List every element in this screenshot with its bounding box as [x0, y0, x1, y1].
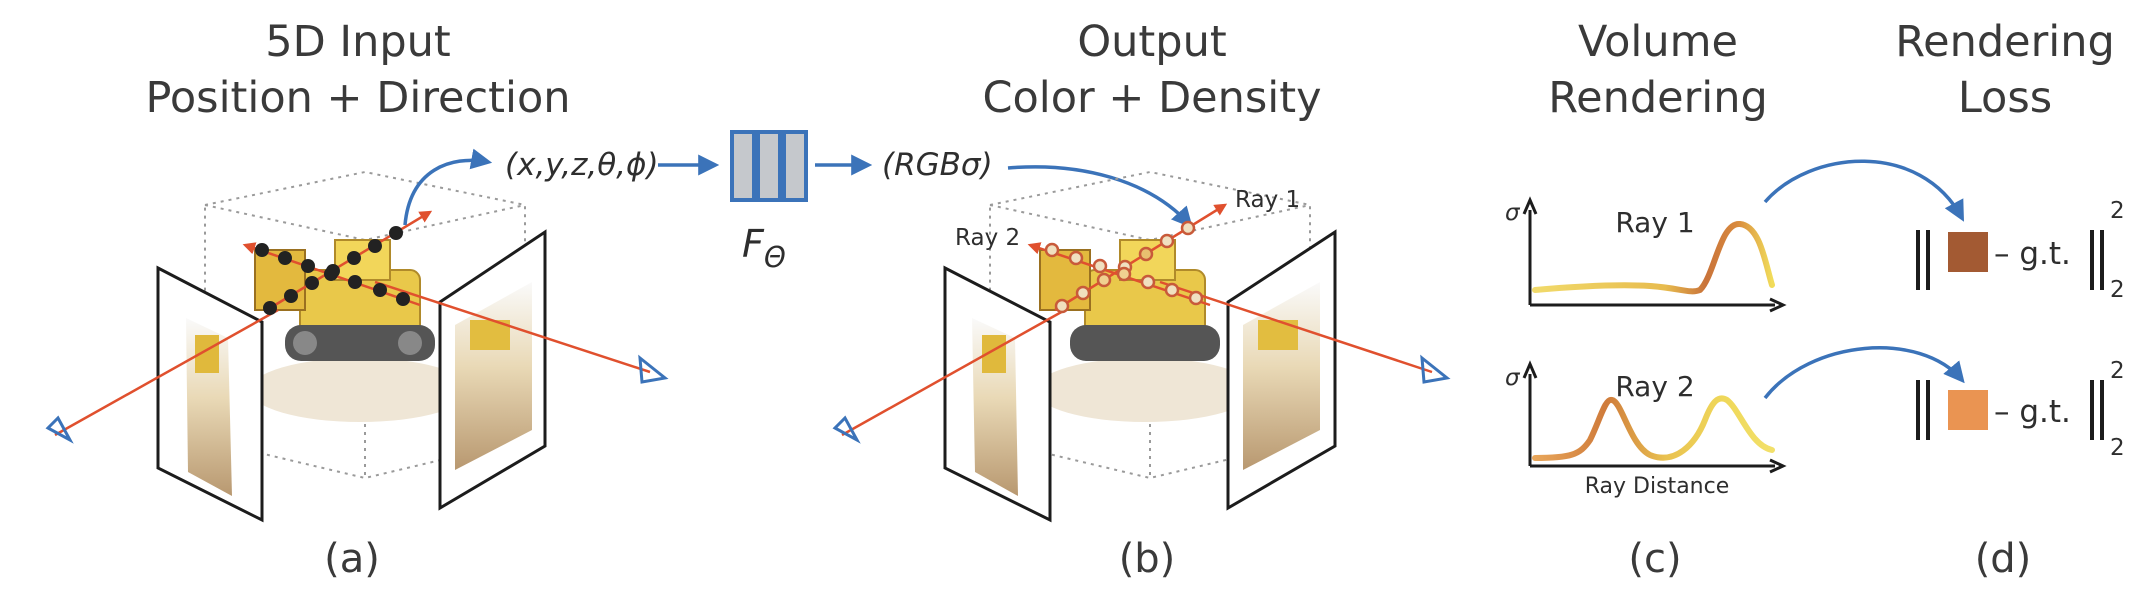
bulldozer-model — [250, 239, 470, 422]
panel-b-title-line1: Output — [1077, 17, 1226, 67]
ray-2-color-swatch — [1948, 390, 1988, 430]
ray-2-density-curve — [1532, 395, 1775, 461]
camera-ray-left-b — [841, 308, 1066, 437]
ray-2-norm-subscript: 2 — [2110, 435, 2125, 461]
ray-1-loss-arrow — [1763, 159, 1964, 222]
camera-left-icon-b — [832, 415, 861, 444]
ray-1-plot-label: Ray 1 — [1615, 206, 1694, 239]
ray-1-color-swatch — [1948, 232, 1988, 272]
ray-2-label: Ray 2 — [955, 225, 1020, 251]
panel-a: 5D Input Position + Direction — [45, 17, 669, 582]
panel-c-title-line2: Rendering — [1548, 73, 1768, 123]
panel-d-title-line1: Rendering — [1895, 17, 2115, 67]
output-curve-arrow — [1007, 165, 1193, 229]
ray-2-sigma-label: σ — [1505, 365, 1521, 391]
output-tuple: (RGBσ) — [882, 147, 993, 183]
panel-b-caption: (b) — [1119, 536, 1176, 582]
panel-b: Output Color + Density (RGBσ) — [832, 17, 1451, 582]
x-axis-label: Ray Distance — [1585, 474, 1730, 499]
output-image-plane-left — [943, 265, 1052, 523]
output-image-plane-right — [1226, 229, 1337, 511]
ray-2-loss-term: – g.t. 2 2 — [1916, 358, 2125, 461]
network-layer-2 — [756, 130, 782, 202]
input-tuple: (x,y,z,θ,ϕ) — [505, 147, 659, 183]
ray-2-exponent: 2 — [2110, 358, 2125, 384]
panel-b-title-line2: Color + Density — [982, 73, 1321, 123]
panel-a-caption: (a) — [324, 536, 380, 582]
network-subscript: Θ — [764, 241, 786, 274]
camera-ray-right-b — [1159, 280, 1433, 374]
ray-2-density-plot: σ Ray 2 Ray Distance — [1505, 360, 1787, 499]
ray-1-label: Ray 1 — [1235, 187, 1300, 213]
panel-c: Volume Rendering σ Ray 1 σ Ray 2 Ray Dis… — [1505, 17, 1787, 582]
ray-1-loss-term: – g.t. 2 2 — [1916, 198, 2125, 303]
camera-right-icon — [638, 354, 669, 384]
ray-1-density-curve — [1532, 221, 1775, 295]
ray-1-sigma-label: σ — [1505, 200, 1521, 226]
panel-d-title-line2: Loss — [1958, 73, 2052, 123]
panel-a-title-line1: 5D Input — [265, 17, 450, 67]
network-layer-1 — [730, 130, 756, 202]
network-f-theta: FΘ — [730, 130, 808, 274]
panel-a-title-line2: Position + Direction — [145, 73, 570, 123]
panel-d-caption: (d) — [1975, 536, 2032, 582]
ray-1-density-plot: σ Ray 1 — [1505, 196, 1787, 313]
ray-1-exponent: 2 — [2110, 198, 2125, 224]
ray-2-gt-label: – g.t. — [1994, 394, 2071, 430]
network-label: FΘ — [742, 222, 786, 274]
ray-1-norm-subscript: 2 — [2110, 277, 2125, 303]
input-image-plane-right — [438, 229, 547, 511]
camera-ray-right — [374, 280, 651, 374]
camera-right-icon-b — [1420, 354, 1451, 384]
panel-d: Rendering Loss – g.t. 2 2 – g.t. 2 2 (d) — [1763, 17, 2125, 582]
ray-1-gt-label: – g.t. — [1994, 236, 2071, 272]
bulldozer-model-b — [1035, 239, 1255, 422]
panel-c-title-line1: Volume — [1578, 17, 1738, 67]
camera-ray-left — [54, 308, 279, 437]
sample-points — [255, 226, 410, 315]
input-curve-arrow — [403, 148, 493, 226]
panel-c-caption: (c) — [1628, 536, 1681, 582]
camera-left-icon — [45, 415, 74, 444]
ray-2-loss-arrow — [1763, 346, 1965, 400]
input-image-plane-left — [156, 265, 264, 523]
network-symbol: F — [742, 222, 765, 266]
sample-points-b — [1044, 220, 1204, 314]
ray-2-plot-label: Ray 2 — [1615, 370, 1694, 403]
network-layer-3 — [782, 130, 808, 202]
